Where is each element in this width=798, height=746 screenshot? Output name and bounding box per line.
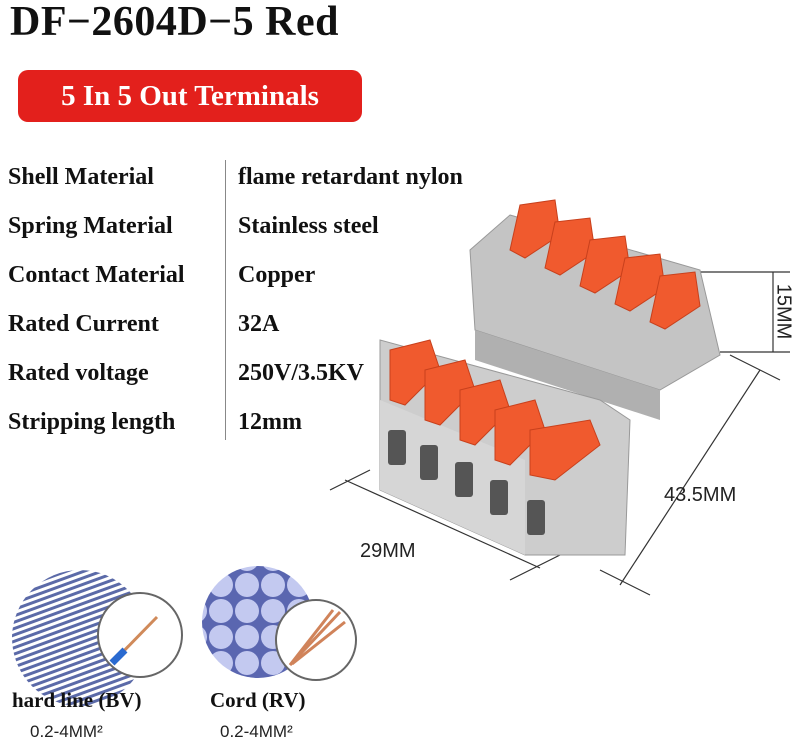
back-levers bbox=[509, 199, 701, 330]
spec-value: 32A bbox=[238, 311, 280, 337]
product-title: DF−2604D−5 Red bbox=[10, 0, 340, 45]
terminal-badge: 5 In 5 Out Terminals bbox=[18, 70, 362, 122]
spec-value: Copper bbox=[238, 262, 316, 288]
wire-range: 0.2-4MM² bbox=[220, 722, 293, 741]
spec-value: 12mm bbox=[238, 409, 302, 435]
width-dimension: 29MM bbox=[360, 540, 416, 562]
front-levers bbox=[389, 339, 601, 481]
spec-label: Contact Material bbox=[8, 262, 185, 288]
height-dimension: 15MM bbox=[772, 283, 795, 340]
spec-value: flame retardant nylon bbox=[238, 164, 463, 190]
wire-name: Cord (RV) bbox=[210, 688, 306, 712]
spec-label: Rated Current bbox=[8, 311, 159, 337]
cord-icon bbox=[202, 566, 357, 681]
spec-value: 250V/3.5KV bbox=[238, 360, 364, 386]
wire-range: 0.2-4MM² bbox=[30, 722, 103, 741]
badge-label: 5 In 5 Out Terminals bbox=[61, 79, 319, 112]
wire-holes bbox=[388, 430, 545, 535]
spec-divider bbox=[225, 160, 226, 440]
length-dimension: 43.5MM bbox=[664, 484, 737, 506]
spec-label: Stripping length bbox=[8, 409, 176, 435]
hard-line-icon bbox=[12, 570, 183, 706]
dimension-lines bbox=[329, 271, 790, 596]
spec-value: Stainless steel bbox=[238, 213, 379, 239]
wire-name: hard line (BV) bbox=[12, 688, 142, 712]
spec-label: Shell Material bbox=[8, 164, 154, 190]
spec-label: Spring Material bbox=[8, 213, 173, 239]
spec-label: Rated voltage bbox=[8, 360, 149, 386]
